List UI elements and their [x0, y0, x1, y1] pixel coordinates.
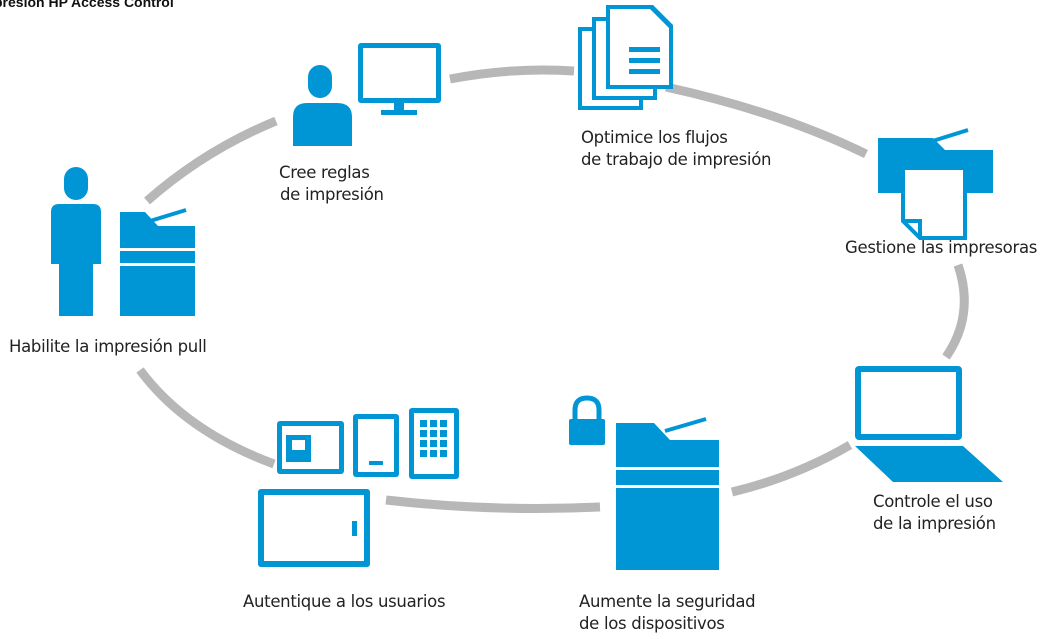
- page-title: presión HP Access Control: [0, 0, 174, 10]
- label-line: Cree reglas: [279, 163, 370, 182]
- connector-security-to-auth: [385, 495, 601, 513]
- connector-rules-to-workflows: [449, 65, 575, 84]
- documents-icon: [578, 5, 673, 110]
- label-gestione: Gestione las impresoras: [845, 237, 1037, 259]
- laptop-icon: [855, 366, 1003, 482]
- connector-control-to-security: [730, 441, 853, 497]
- label-line: Gestione las impresoras: [845, 238, 1038, 257]
- label-line: Habilite la impresión pull: [9, 337, 207, 356]
- connector-pull-to-rules: [144, 116, 278, 205]
- connector-workflows-to-manage: [665, 82, 868, 159]
- label-line: Optimice los flujos: [581, 128, 728, 147]
- label-line: Controle el uso: [873, 492, 993, 511]
- label-line: de la impresión: [873, 514, 996, 533]
- label-line: Autentique a los usuarios: [243, 592, 446, 611]
- person-mfp-icon: [51, 167, 195, 316]
- label-line: de trabajo de impresión: [581, 150, 772, 169]
- printer-icon: [878, 128, 993, 240]
- auth-devices-icon: [258, 408, 459, 567]
- label-controle: Controle el uso de la impresión: [873, 491, 996, 535]
- label-habilite: Habilite la impresión pull: [9, 336, 207, 358]
- label-autentique: Autentique a los usuarios: [243, 591, 446, 613]
- connector-auth-to-pull: [136, 367, 276, 469]
- user-monitor-icon: [293, 43, 441, 146]
- label-line: de los dispositivos: [579, 614, 725, 633]
- connector-manage-to-control: [942, 263, 969, 360]
- label-optimice: Optimice los flujos de trabajo de impres…: [581, 127, 771, 171]
- label-line: de impresión: [280, 185, 384, 204]
- connectors: [136, 65, 969, 513]
- label-line: Aumente la seguridad: [579, 592, 756, 611]
- label-aumente: Aumente la seguridad de los dispositivos: [579, 591, 756, 635]
- lock-mfp-icon: [569, 395, 719, 570]
- label-cree-reglas: Cree reglas de impresión: [279, 162, 384, 206]
